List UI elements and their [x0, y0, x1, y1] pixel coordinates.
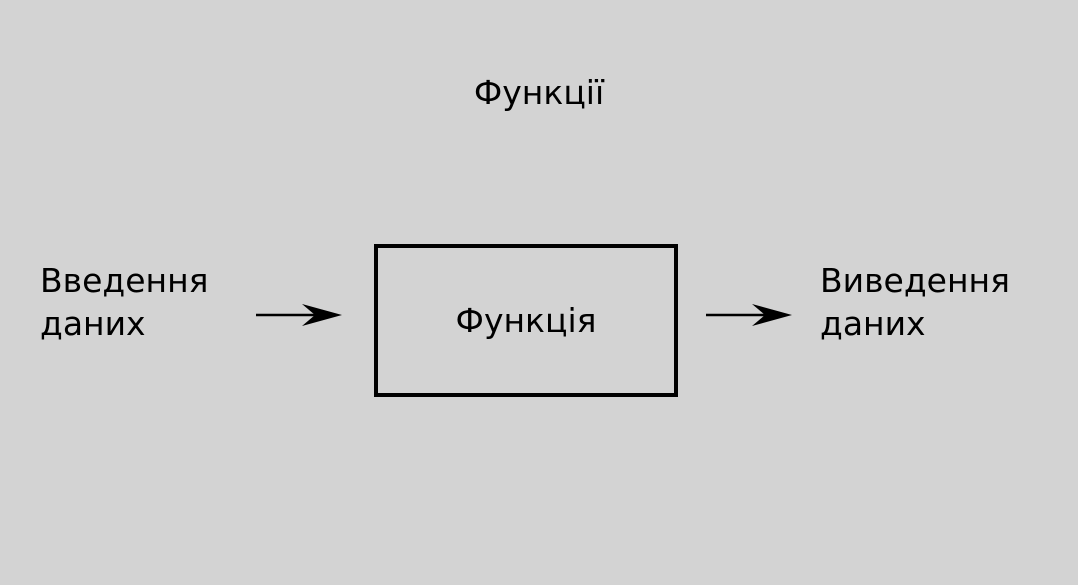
- output-label-line-2: даних: [820, 303, 926, 343]
- function-box: [374, 244, 678, 397]
- input-label: Введення даних: [40, 260, 209, 346]
- output-arrow-head: [752, 304, 792, 326]
- function-box-label: Функція: [455, 301, 597, 340]
- input-arrow-head: [302, 304, 342, 326]
- output-label-line-1: Виведення: [820, 261, 1010, 300]
- output-label: Виведення даних: [820, 260, 1010, 346]
- input-label-line-2: даних: [40, 303, 146, 343]
- input-label-line-1: Введення: [40, 261, 209, 300]
- diagram-title: Функції: [473, 73, 605, 112]
